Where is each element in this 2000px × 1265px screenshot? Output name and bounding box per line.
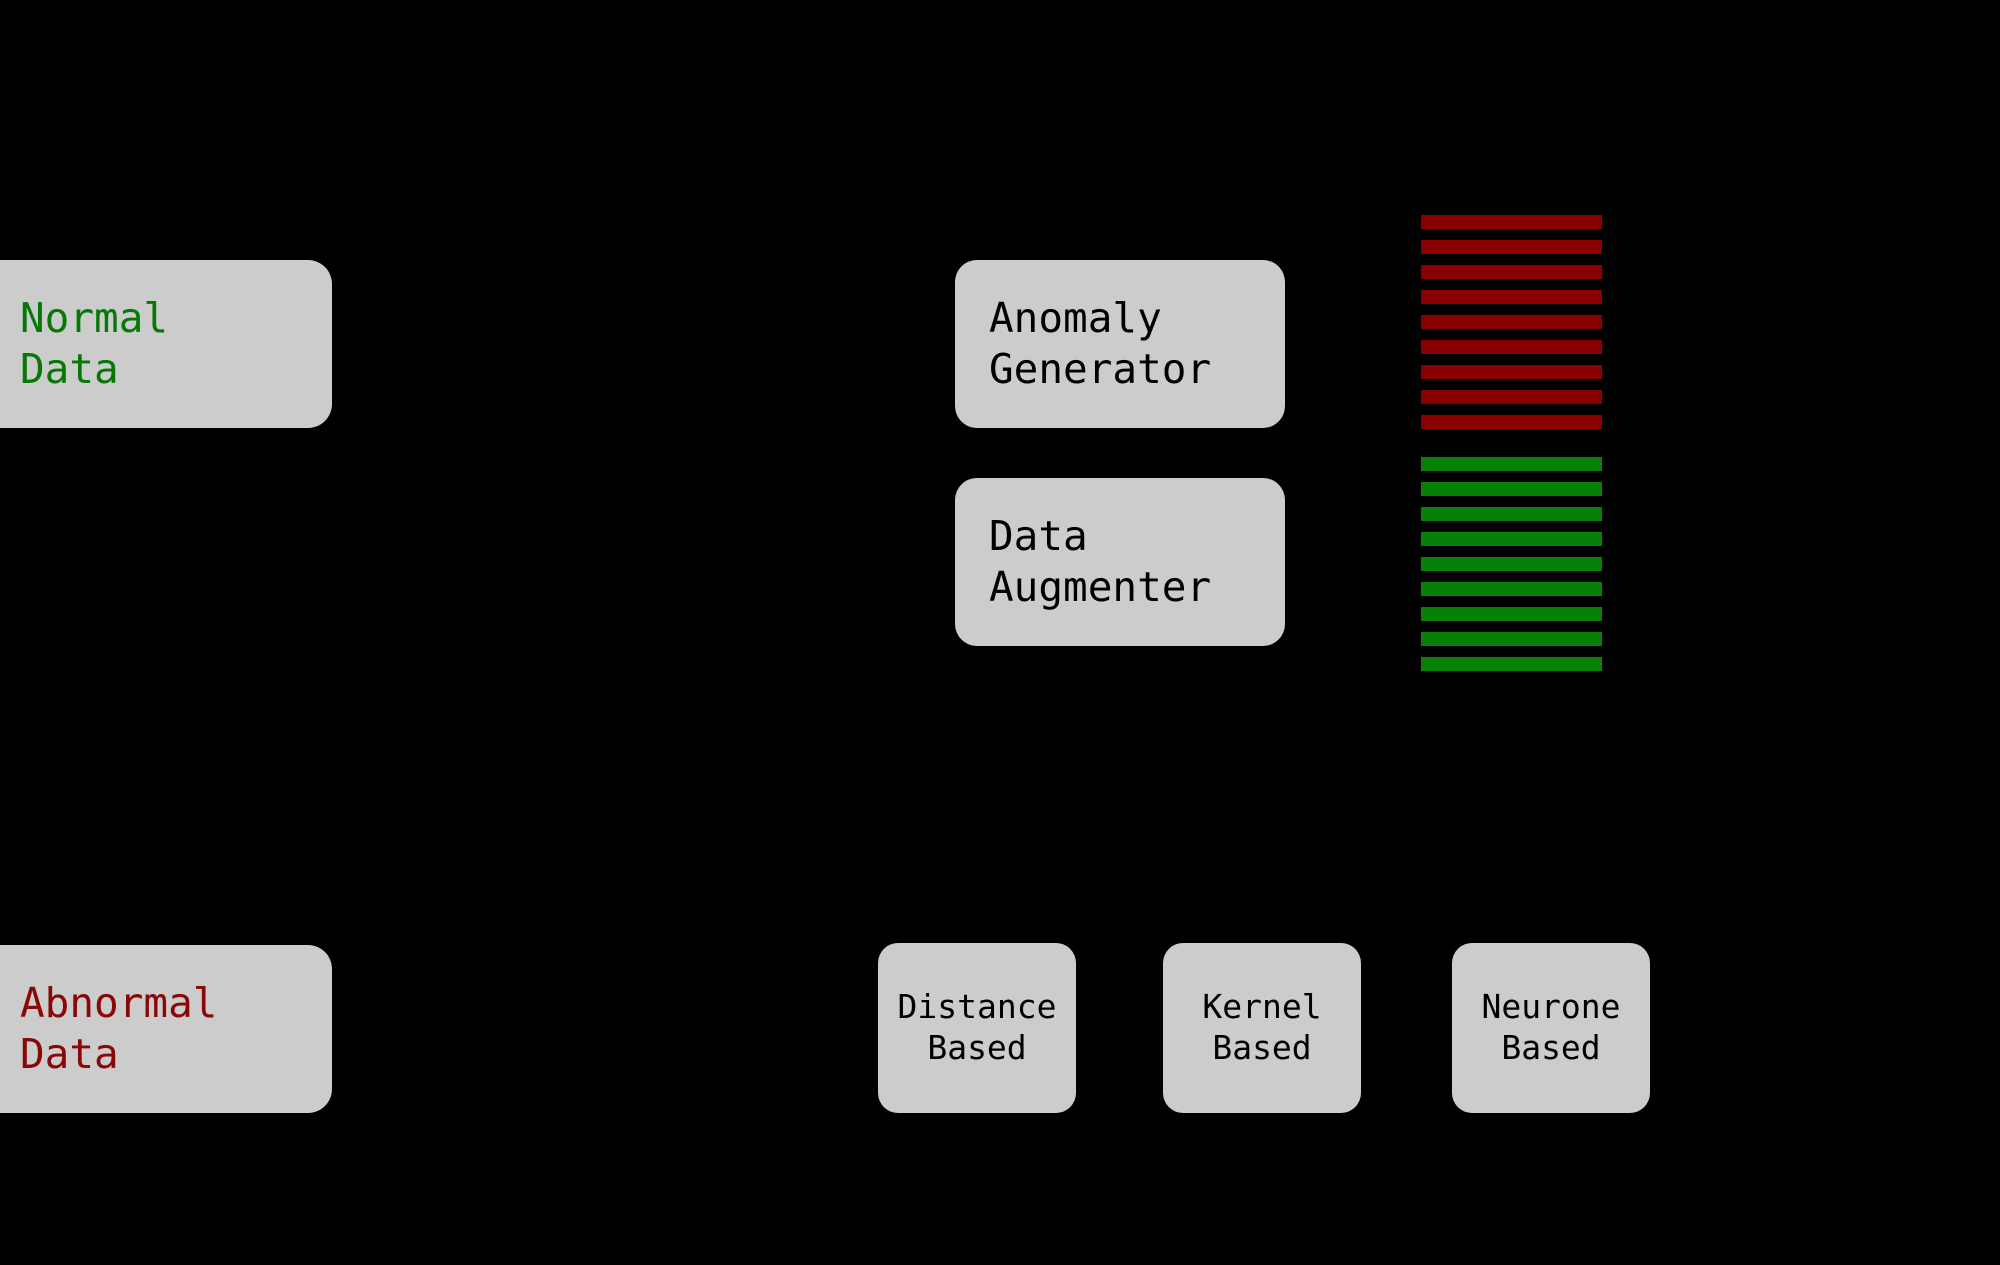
node-distance-based-line2: Based [927, 1028, 1027, 1067]
node-anomaly-generator-line2: Generator [989, 345, 1212, 393]
node-distance-based[interactable]: Distance Based [878, 943, 1076, 1113]
mixed-sample-stripe-block [1421, 215, 1602, 686]
stripe-anomalous-3 [1421, 290, 1602, 304]
node-data-augmenter-line1: Data [989, 512, 1088, 561]
node-normal-data-line1: Normal [20, 294, 169, 343]
stripe-normal-8 [1421, 657, 1602, 671]
stripe-normal-4 [1421, 557, 1602, 571]
stripe-anomalous-0 [1421, 215, 1602, 229]
stripe-anomalous-8 [1421, 415, 1602, 429]
stripe-anomalous-2 [1421, 265, 1602, 279]
stripe-normal-5 [1421, 582, 1602, 596]
stripe-normal-1 [1421, 482, 1602, 496]
node-neurone-based[interactable]: Neurone Based [1452, 943, 1650, 1113]
stripe-anomalous-6 [1421, 365, 1602, 379]
node-kernel-based-line1: Kernel [1202, 987, 1322, 1027]
node-anomaly-generator[interactable]: Anomaly Generator [955, 260, 1285, 428]
node-distance-based-line1: Distance [897, 987, 1057, 1027]
stripe-anomalous-4 [1421, 315, 1602, 329]
node-data-augmenter-line2: Augmenter [989, 563, 1212, 611]
node-neurone-based-line2: Based [1501, 1028, 1601, 1067]
stripe-anomalous-5 [1421, 340, 1602, 354]
node-neurone-based-line1: Neurone [1481, 987, 1621, 1027]
stripe-normal-7 [1421, 632, 1602, 646]
node-normal-data-line2: Data [20, 345, 119, 393]
stripe-anomalous-1 [1421, 240, 1602, 254]
stripe-anomalous-7 [1421, 390, 1602, 404]
node-kernel-based[interactable]: Kernel Based [1163, 943, 1361, 1113]
stripe-normal-6 [1421, 607, 1602, 621]
node-abnormal-data-line2: Data [20, 1030, 119, 1078]
node-anomaly-generator-line1: Anomaly [989, 294, 1162, 343]
node-normal-data[interactable]: Normal Data [0, 260, 332, 428]
node-data-augmenter[interactable]: Data Augmenter [955, 478, 1285, 646]
node-abnormal-data[interactable]: Abnormal Data [0, 945, 332, 1113]
node-kernel-based-line2: Based [1212, 1028, 1312, 1067]
stripe-normal-2 [1421, 507, 1602, 521]
stripe-normal-3 [1421, 532, 1602, 546]
node-abnormal-data-line1: Abnormal [20, 979, 218, 1028]
stripe-normal-0 [1421, 457, 1602, 471]
